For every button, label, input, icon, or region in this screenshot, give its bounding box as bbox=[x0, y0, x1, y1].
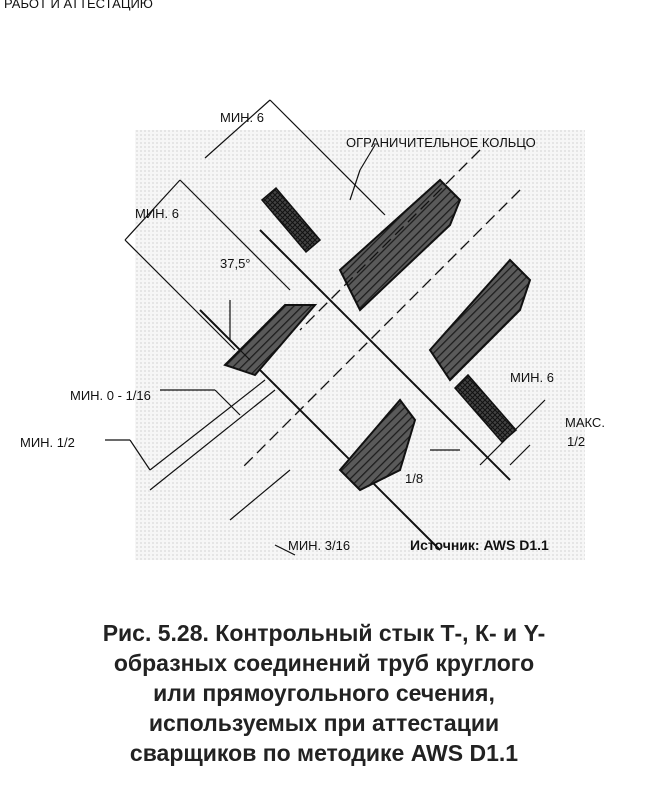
label-retaining-ring: ОГРАНИЧИТЕЛЬНОЕ КОЛЬЦО bbox=[346, 135, 536, 150]
caption-line-1: Рис. 5.28. Контрольный стык Т-, К- и Y- bbox=[102, 620, 546, 646]
caption-line-4: используемых при аттестации bbox=[148, 710, 500, 736]
label-min0-1-16: МИН. 0 - 1/16 bbox=[70, 388, 151, 403]
label-angle: 37,5° bbox=[220, 256, 251, 271]
label-min6-right: МИН. 6 bbox=[510, 370, 554, 385]
weld-joint-figure: МИН. 6 ОГРАНИЧИТЕЛЬНОЕ КОЛЬЦО МИН. 6 37,… bbox=[20, 50, 640, 570]
branch-wall-lower bbox=[338, 398, 417, 492]
label-min3-16: МИН. 3/16 bbox=[288, 538, 350, 553]
caption-line-3: или прямоугольного сечения, bbox=[153, 680, 495, 706]
branch-wall-upper bbox=[338, 178, 462, 312]
caption-line-2: образных соединений труб круглого bbox=[113, 650, 535, 676]
label-max-value: 1/2 bbox=[567, 434, 585, 449]
label-min6-left: МИН. 6 bbox=[135, 206, 179, 221]
label-min1-2: МИН. 1/2 bbox=[20, 435, 75, 450]
label-one-eighth: 1/8 bbox=[405, 471, 423, 486]
label-max: МАКС. bbox=[565, 415, 605, 430]
dimension-lines bbox=[105, 99, 546, 556]
retaining-ring-lower bbox=[453, 373, 518, 444]
label-min6-top: МИН. 6 bbox=[220, 110, 264, 125]
centerlines bbox=[239, 149, 521, 471]
figure-caption: Рис. 5.28. Контрольный стык Т-, К- и Y- … bbox=[0, 618, 648, 768]
weld-joint-diagram: МИН. 6 ОГРАНИЧИТЕЛЬНОЕ КОЛЬЦО МИН. 6 37,… bbox=[20, 99, 605, 560]
label-source: Источник: AWS D1.1 bbox=[410, 537, 549, 553]
retaining-ring-upper bbox=[260, 186, 322, 254]
caption-line-5: сварщиков по методике AWS D1.1 bbox=[129, 740, 519, 766]
branch-wall-right bbox=[428, 258, 532, 382]
page-header-text: РАБОТ И АТТЕСТАЦИЮ bbox=[4, 0, 153, 11]
background-field bbox=[135, 130, 585, 560]
